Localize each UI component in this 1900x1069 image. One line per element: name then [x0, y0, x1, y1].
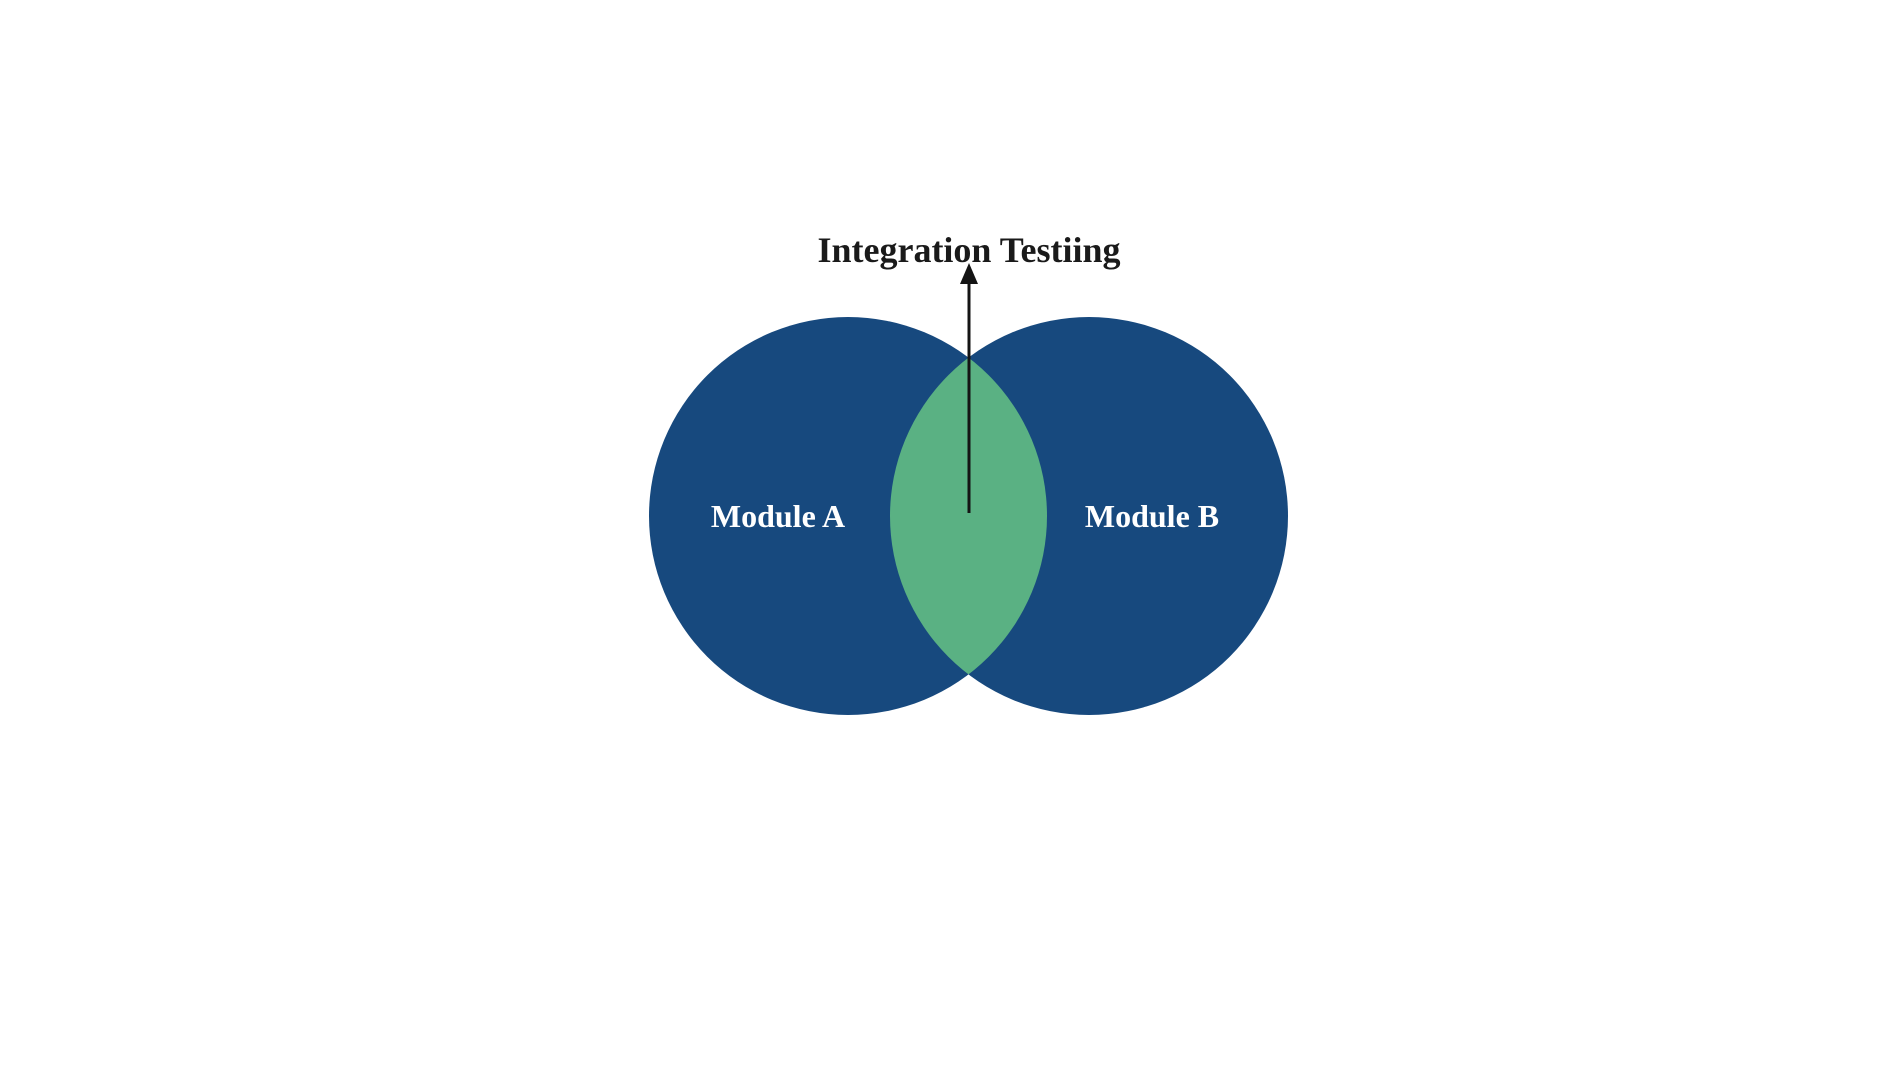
intersection-region [890, 317, 1047, 715]
arrow-up-icon [960, 263, 978, 284]
module-a-label: Module A [711, 498, 845, 534]
module-b-label: Module B [1085, 498, 1219, 534]
diagram-title: Integration Testiing [817, 230, 1120, 270]
